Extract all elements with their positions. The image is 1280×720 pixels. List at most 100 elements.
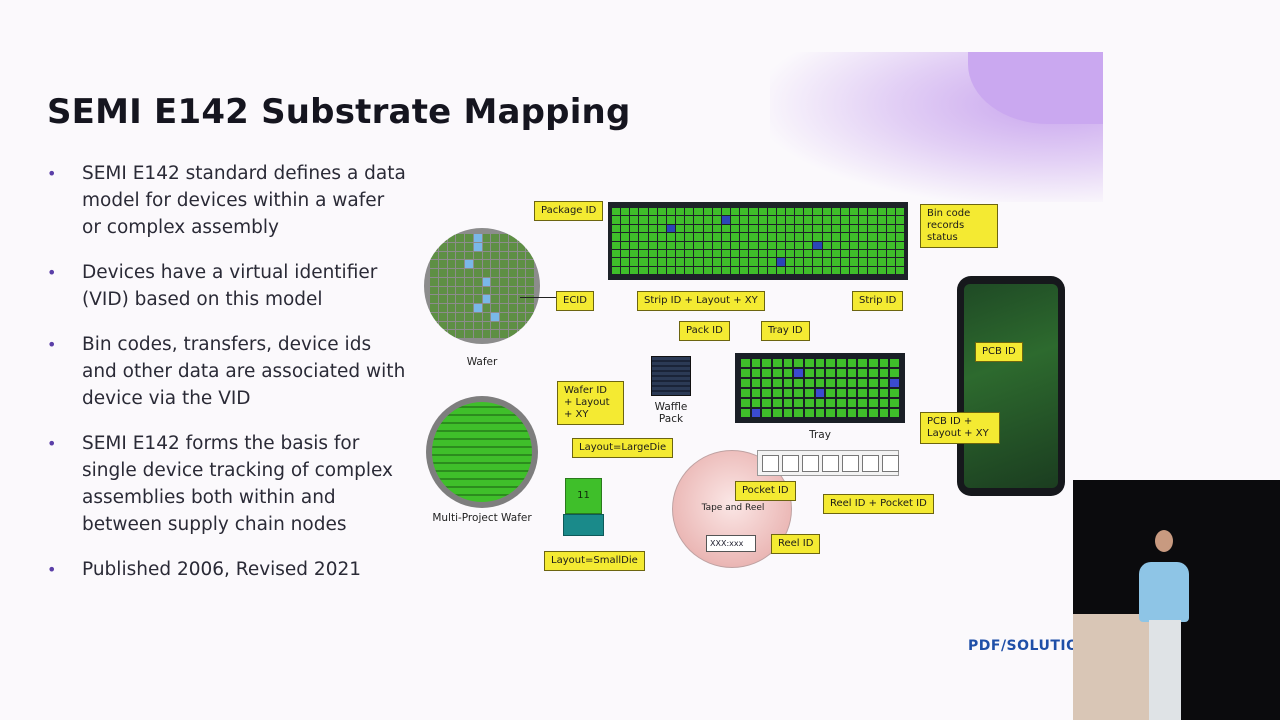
die-cell — [500, 242, 508, 251]
die-cell — [500, 330, 508, 338]
die-cell — [795, 249, 804, 258]
die-cell — [776, 208, 785, 216]
die-cell — [741, 369, 750, 377]
die-cell — [500, 251, 508, 260]
die-cell — [712, 266, 721, 274]
die-cell — [500, 277, 508, 286]
die-cell — [895, 241, 904, 249]
die-cell — [847, 389, 857, 397]
die-cell — [879, 359, 889, 367]
die-cell — [648, 216, 657, 224]
die-cell — [805, 409, 814, 417]
die-cell — [676, 249, 685, 258]
die-cell — [815, 389, 825, 397]
die-cell — [500, 260, 508, 268]
die-cell — [804, 208, 813, 216]
die-cell — [804, 233, 813, 241]
die-cell — [767, 208, 776, 216]
bullet-dot: • — [47, 164, 57, 183]
die-cell — [767, 249, 776, 258]
die-cell — [456, 277, 464, 286]
die-cell — [685, 216, 694, 224]
die-cell — [694, 233, 703, 241]
die-cell — [430, 330, 438, 338]
die-cell — [703, 208, 712, 216]
die-cell — [805, 359, 814, 367]
die-cell — [694, 266, 703, 274]
die-cell — [482, 304, 491, 312]
die-cell — [879, 399, 889, 407]
die-cell — [491, 330, 499, 338]
die-cell — [473, 295, 482, 303]
die-cell — [712, 249, 721, 258]
die-cell — [712, 241, 721, 249]
die-cell — [465, 321, 473, 330]
die-cell — [840, 249, 850, 258]
die-cell — [657, 258, 666, 266]
bullet-dot: • — [47, 263, 57, 282]
die-cell — [473, 286, 482, 295]
die-cell — [859, 241, 868, 249]
die-cell — [500, 286, 508, 295]
die-cell — [456, 330, 464, 338]
die-cell — [430, 269, 438, 277]
die-cell — [465, 286, 473, 295]
die-cell — [731, 266, 740, 274]
package-id-tag: Package ID — [534, 201, 604, 221]
die-cell — [430, 321, 438, 330]
die-cell — [741, 389, 750, 397]
die-cell — [430, 260, 438, 268]
die-cell — [758, 249, 767, 258]
bullet-text: SEMI E142 standard defines a data model … — [82, 163, 406, 238]
die-cell — [794, 359, 803, 367]
reel-pocket-tag: Reel ID + Pocket ID — [823, 494, 934, 514]
die-cell — [517, 330, 526, 338]
die-cell — [785, 266, 795, 274]
die-cell — [657, 208, 666, 216]
die-cell — [749, 241, 758, 249]
die-cell — [858, 389, 867, 397]
die-cell — [648, 224, 657, 233]
die-cell — [877, 224, 886, 233]
die-cell — [639, 258, 648, 266]
die-cell — [850, 208, 859, 216]
die-cell — [657, 249, 666, 258]
bullet-item: •Devices have a virtual identifier (VID)… — [47, 259, 407, 313]
die-cell — [749, 208, 758, 216]
die-cell — [877, 208, 886, 216]
die-cell — [858, 409, 867, 417]
die-cell — [831, 266, 840, 274]
die-cell — [868, 266, 877, 274]
die-cell — [447, 277, 456, 286]
speaker-body — [1139, 562, 1189, 622]
die-cell — [758, 241, 767, 249]
die-cell — [639, 249, 648, 258]
reel-label: XXX:xxx — [706, 535, 756, 552]
die-cell — [794, 409, 803, 417]
die-cell — [621, 249, 630, 258]
die-cell — [621, 233, 630, 241]
die-cell — [621, 216, 630, 224]
die-cell — [868, 233, 877, 241]
die-cell — [473, 260, 482, 268]
die-cell — [751, 399, 761, 407]
die-cell — [456, 251, 464, 260]
die-cell — [721, 216, 731, 224]
strip-image — [608, 202, 908, 280]
die-cell — [822, 249, 831, 258]
die-cell — [657, 266, 666, 274]
slide-title: SEMI E142 Substrate Mapping — [47, 92, 631, 132]
die-cell — [657, 241, 666, 249]
die-cell — [465, 260, 473, 268]
die-cell — [804, 258, 813, 266]
die-cell — [473, 312, 482, 321]
die-cell — [612, 249, 621, 258]
die-cell — [526, 312, 534, 321]
die-cell — [858, 359, 867, 367]
die-cell — [473, 304, 482, 312]
pack-id-tag: Pack ID — [679, 321, 730, 341]
die-cell — [869, 409, 878, 417]
die-cell — [785, 224, 795, 233]
die-cell — [473, 234, 482, 242]
tape-reel-caption: Tape and Reel — [701, 503, 765, 513]
